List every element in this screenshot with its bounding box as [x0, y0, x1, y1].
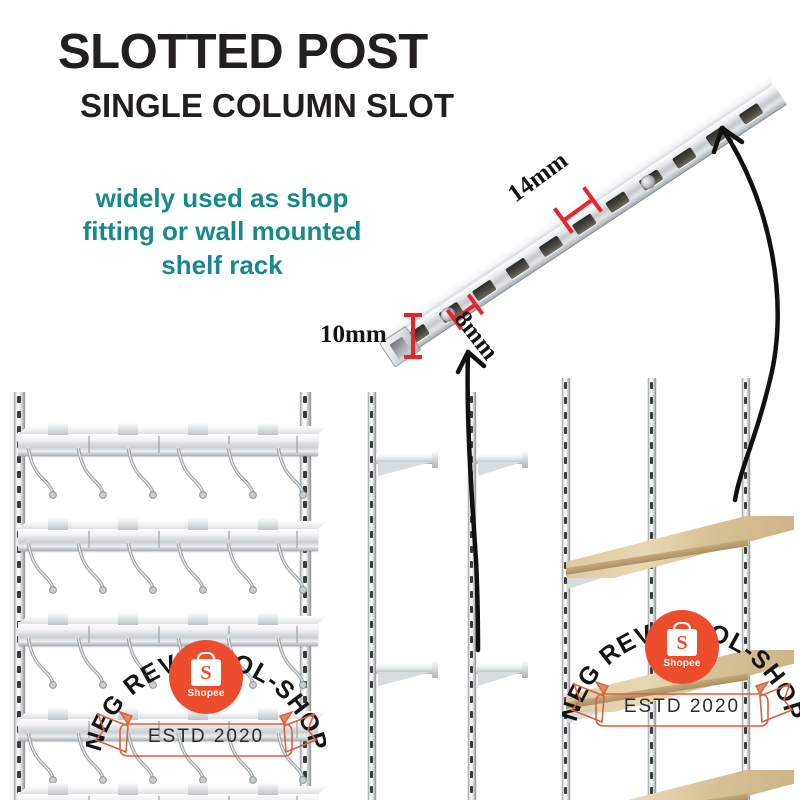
display-hook — [174, 539, 208, 597]
hook-rail — [18, 518, 328, 551]
shopee-wordmark: Shopee — [187, 688, 225, 699]
display-hook — [224, 444, 258, 502]
slotted-upright — [368, 392, 376, 800]
dimension-marker-10mm — [404, 313, 422, 359]
display-hook — [274, 444, 308, 502]
display-hook — [74, 729, 108, 787]
dimension-label-8mm: 8mm — [448, 306, 504, 366]
display-hook — [174, 444, 208, 502]
post-slot — [538, 235, 564, 258]
watermark-shop-right: NEG REVILO OL-SHOP S Shopee ESTD 2020 — [562, 566, 800, 756]
tagline-line-3: shelf rack — [161, 249, 283, 280]
slotted-upright — [468, 392, 476, 800]
shelf-bracket — [476, 662, 528, 690]
watermark-established-right: ESTD 2020 — [623, 696, 741, 717]
display-hook — [274, 634, 308, 692]
display-hook — [224, 539, 258, 597]
display-hook — [74, 634, 108, 692]
display-hook — [274, 539, 308, 597]
shelf-bracket — [476, 452, 528, 480]
tagline-line-2: fitting or wall mounted — [82, 216, 362, 247]
tagline: widely used as shop fitting or wall moun… — [42, 182, 402, 282]
tagline-line-1: widely used as shop — [95, 183, 349, 213]
page-title: SLOTTED POST — [58, 25, 428, 79]
display-hook — [124, 444, 158, 502]
display-hook — [124, 634, 158, 692]
shopping-bag-icon: S — [191, 659, 221, 686]
display-hook — [224, 729, 258, 787]
watermark-established: ESTD 2020 — [147, 726, 265, 747]
post-slot — [471, 279, 497, 302]
hook-rail — [18, 783, 328, 800]
display-hook — [274, 729, 308, 787]
post-slot — [705, 124, 731, 148]
product-photo-posts — [340, 392, 530, 800]
shelf-bracket — [376, 452, 438, 480]
post-slot — [605, 191, 631, 214]
display-hook — [74, 444, 108, 502]
dimension-label-10mm: 10mm — [320, 321, 387, 348]
watermark-shop-left: NEG REVILO OL-SHOP S Shopee ESTD 2020 — [86, 596, 326, 786]
display-hook — [24, 444, 58, 502]
shopee-logo-icon-right: S Shopee — [645, 610, 719, 684]
slotted-upright — [562, 378, 570, 800]
shelf-bracket — [376, 662, 438, 690]
display-hook — [174, 729, 208, 787]
shopping-bag-icon-right: S — [667, 629, 697, 656]
hook-rail — [18, 613, 328, 646]
shopee-s-letter: S — [200, 661, 212, 684]
post-slot — [505, 257, 531, 280]
post-slot — [738, 102, 764, 125]
display-hook — [24, 634, 58, 692]
shopee-s-letter-right: S — [676, 631, 688, 654]
display-hook — [24, 539, 58, 597]
shopee-logo-icon: S Shopee — [169, 640, 243, 714]
display-hook — [74, 539, 108, 597]
display-hook — [124, 539, 158, 597]
post-slot — [671, 146, 697, 170]
hook-rail — [18, 423, 328, 456]
shopee-wordmark-right: Shopee — [663, 658, 701, 669]
display-hook — [24, 729, 58, 787]
page-subtitle: SINGLE COLUMN SLOT — [80, 87, 454, 124]
ribbon-banner-icon-right — [570, 680, 794, 727]
ribbon-banner-icon — [94, 710, 318, 757]
